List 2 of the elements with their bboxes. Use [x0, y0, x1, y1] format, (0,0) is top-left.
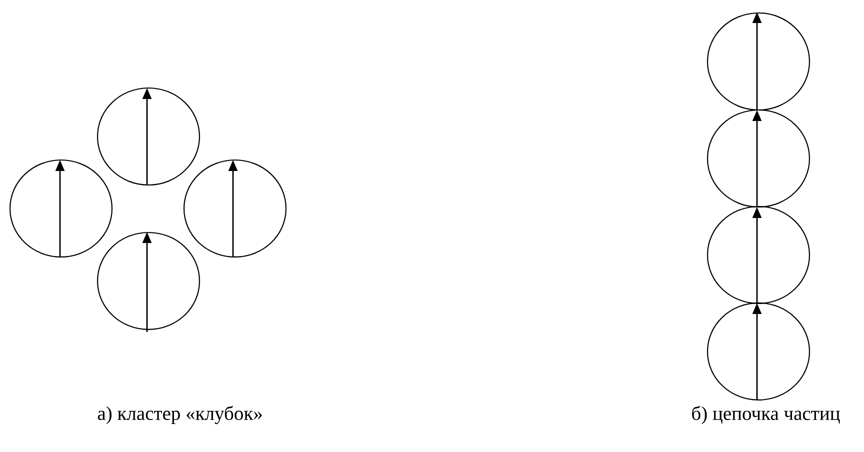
caption-text: б) цепочка частиц [692, 406, 840, 424]
caption-text: а) кластер «клубок» [98, 406, 262, 424]
